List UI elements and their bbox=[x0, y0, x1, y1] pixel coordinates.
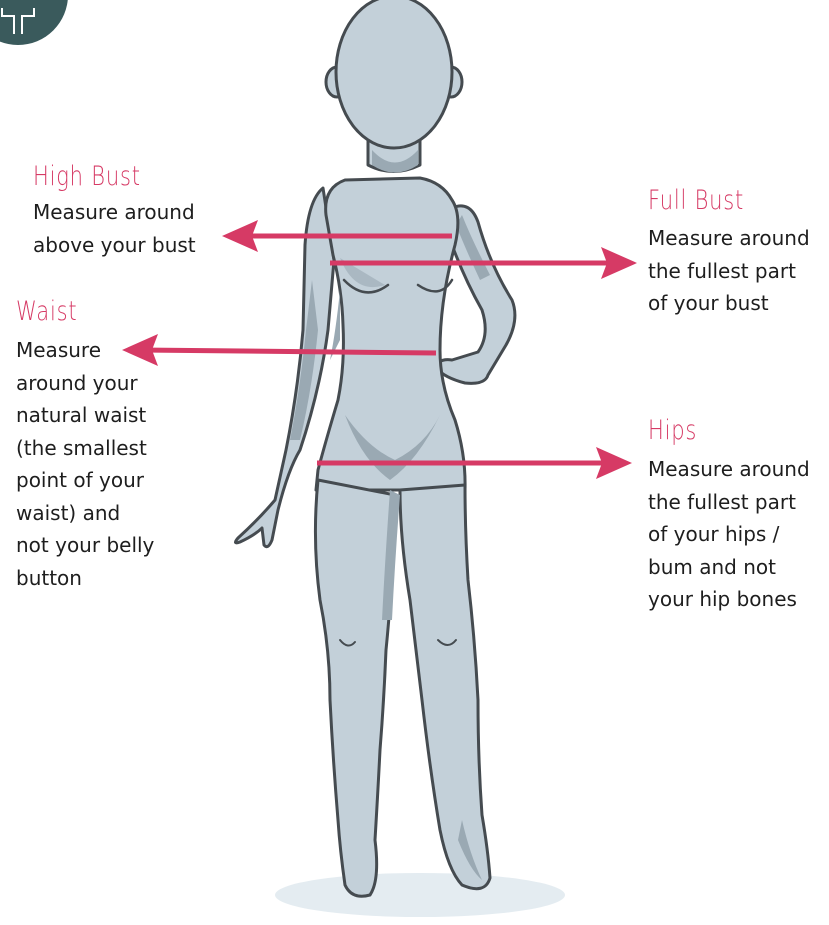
full-bust-description: Measure around the fullest part of your … bbox=[648, 222, 810, 320]
waist-line-6: waist) and bbox=[16, 497, 154, 530]
waist-line-8: button bbox=[16, 562, 154, 595]
waist-line-5: point of your bbox=[16, 464, 154, 497]
hips-line-1: Measure around bbox=[648, 453, 810, 486]
hips-line-2: the fullest part bbox=[648, 486, 810, 519]
full-bust-heading: Full Bust bbox=[648, 186, 744, 216]
high-bust-description: Measure around above your bust bbox=[33, 196, 196, 261]
mannequin-figure bbox=[235, 0, 514, 896]
hips-line-4: bum and not bbox=[648, 551, 810, 584]
full-bust-line-2: the fullest part bbox=[648, 255, 810, 288]
logo-badge-icon bbox=[0, 0, 68, 45]
waist-line-1: Measure bbox=[16, 334, 154, 367]
waist-description: Measure around your natural waist (the s… bbox=[16, 334, 154, 594]
high-bust-line-1: Measure around bbox=[33, 196, 196, 229]
waist-line-3: natural waist bbox=[16, 399, 154, 432]
hips-line-3: of your hips / bbox=[648, 518, 810, 551]
floor-shadow bbox=[275, 873, 565, 917]
hips-description: Measure around the fullest part of your … bbox=[648, 453, 810, 616]
waist-line-7: not your belly bbox=[16, 529, 154, 562]
hips-heading: Hips bbox=[648, 416, 697, 446]
full-bust-line-1: Measure around bbox=[648, 222, 810, 255]
waist-heading: Waist bbox=[16, 297, 77, 327]
waist-arrow bbox=[140, 350, 436, 353]
high-bust-line-2: above your bust bbox=[33, 229, 196, 262]
waist-line-4: (the smallest bbox=[16, 432, 154, 465]
hips-line-5: your hip bones bbox=[648, 583, 810, 616]
waist-line-2: around your bbox=[16, 367, 154, 400]
full-bust-line-3: of your bust bbox=[648, 287, 810, 320]
high-bust-heading: High Bust bbox=[33, 162, 141, 192]
